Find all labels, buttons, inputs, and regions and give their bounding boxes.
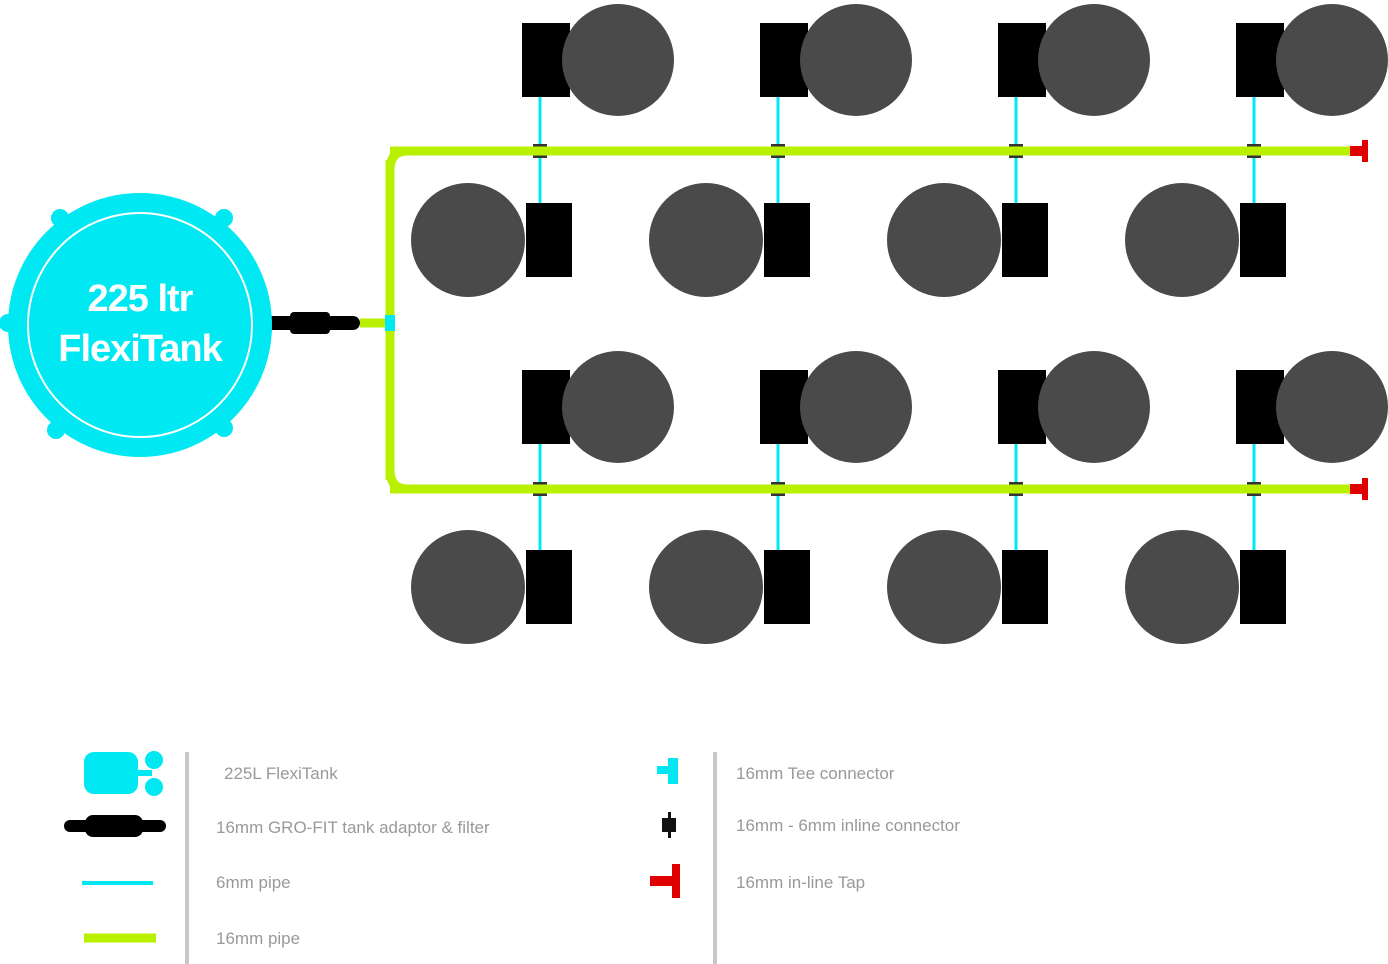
legend-tank-icon xyxy=(84,751,163,796)
plant-pot xyxy=(411,183,525,297)
plant-pot xyxy=(411,530,525,644)
legend-inline-connector-icon xyxy=(662,812,676,838)
pot-tray xyxy=(1240,203,1286,277)
pot-tray xyxy=(764,203,810,277)
tank-adaptor-icon xyxy=(266,312,360,334)
plant-pot xyxy=(800,4,912,116)
plant-pot xyxy=(1125,530,1239,644)
legend-tap-icon xyxy=(650,864,680,898)
legend-label: 6mm pipe xyxy=(216,873,291,892)
legend-label: 16mm GRO-FIT tank adaptor & filter xyxy=(216,818,490,837)
pot-tray xyxy=(1002,550,1048,624)
pot-tray xyxy=(526,550,572,624)
plant-pot xyxy=(1276,351,1388,463)
plant-pot xyxy=(887,530,1001,644)
legend-label: 16mm pipe xyxy=(216,929,301,948)
legend-label: 16mm Tee connector xyxy=(736,764,895,783)
legend-adaptor-icon xyxy=(64,815,166,837)
plant-pot xyxy=(1125,183,1239,297)
plant-pot xyxy=(1276,4,1388,116)
legend-tee-icon xyxy=(657,758,678,784)
flexitank-icon xyxy=(0,193,272,457)
pot-tray xyxy=(1002,203,1048,277)
plant-pot xyxy=(562,351,674,463)
plant-pot xyxy=(562,4,674,116)
plant-pot xyxy=(649,530,763,644)
legend-label: 225L FlexiTank xyxy=(224,764,338,783)
plant-pot xyxy=(649,183,763,297)
plant-pot xyxy=(1038,351,1150,463)
pot-tray xyxy=(526,203,572,277)
legend-label: 16mm in-line Tap xyxy=(736,873,866,892)
tank-name-label: FlexiTank xyxy=(58,328,222,370)
plant-pot xyxy=(1038,4,1150,116)
tap-icon xyxy=(1350,478,1368,500)
tee-connector-icon xyxy=(385,315,395,331)
legend-divider xyxy=(185,752,189,964)
legend-divider xyxy=(713,752,717,964)
pot-tray xyxy=(1240,550,1286,624)
pot-tray xyxy=(764,550,810,624)
tap-icon xyxy=(1350,140,1368,162)
legend-label: 16mm - 6mm inline connector xyxy=(736,816,960,835)
plant-pot xyxy=(887,183,1001,297)
plant-pot xyxy=(800,351,912,463)
tank-capacity-label: 225 ltr xyxy=(87,278,194,320)
